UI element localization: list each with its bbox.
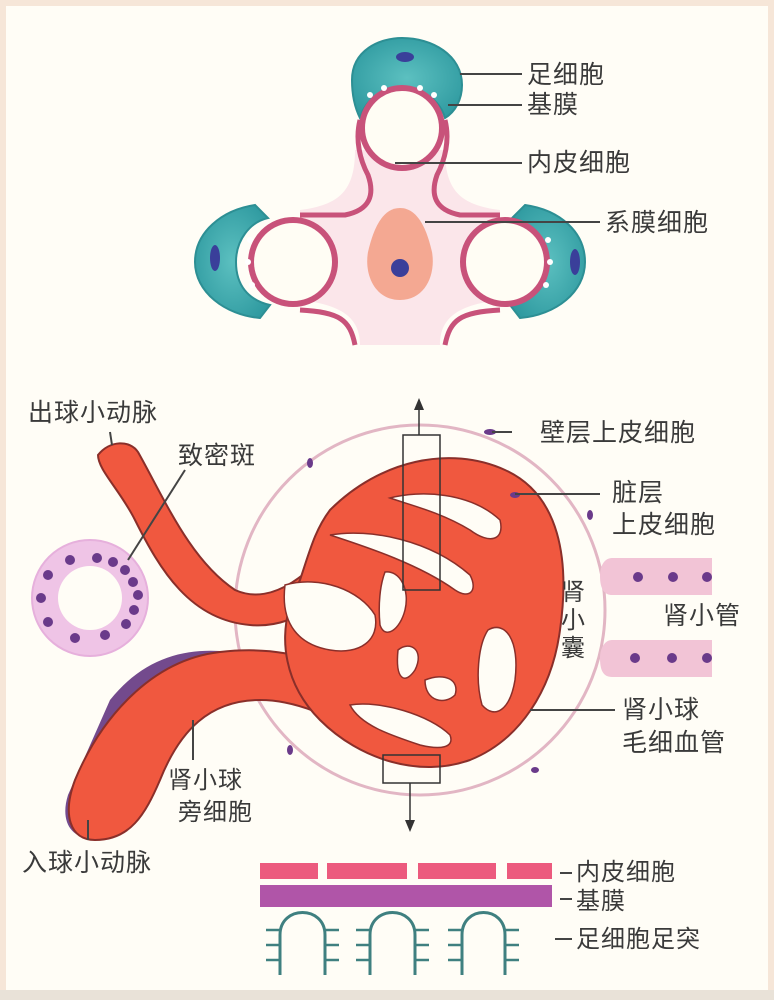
label-mesangial-cell: 系膜细胞 bbox=[605, 208, 710, 237]
macula-densa-nuclei bbox=[36, 553, 143, 643]
endothelium-band bbox=[260, 863, 552, 879]
middle-panel bbox=[31, 398, 712, 842]
label-juxtaglomerular-line1: 肾小球 bbox=[168, 766, 243, 794]
top-panel bbox=[193, 36, 600, 346]
label-macula-densa: 致密斑 bbox=[178, 441, 257, 470]
label-visceral-layer: 脏层 bbox=[612, 478, 665, 507]
label-juxtaglomerular-line2: 旁细胞 bbox=[178, 798, 253, 826]
podocyte-nucleus-top bbox=[396, 52, 414, 62]
arrow-up-icon bbox=[414, 398, 424, 410]
podocyte-left bbox=[193, 203, 272, 320]
mesangial-cell bbox=[367, 208, 433, 300]
label-basement-membrane: 基膜 bbox=[527, 90, 580, 119]
basement-band bbox=[260, 885, 552, 907]
label-renal-capsule: 肾小囊 bbox=[561, 578, 585, 662]
capillary-top bbox=[359, 85, 445, 171]
label-podocyte: 足细胞 bbox=[527, 60, 606, 89]
zoom-box-bottom bbox=[382, 754, 441, 784]
mesangial-nucleus bbox=[391, 259, 409, 277]
label-efferent-arteriole: 出球小动脉 bbox=[28, 398, 159, 427]
bottom-panel bbox=[260, 863, 572, 975]
label-capillary: 毛细血管 bbox=[622, 728, 727, 757]
label-glomerulus: 肾小球 bbox=[622, 695, 701, 724]
label-renal-tubule: 肾小管 bbox=[663, 601, 742, 630]
renal-tubule-lower bbox=[600, 640, 712, 677]
bottom-border bbox=[0, 990, 774, 1000]
label-parietal-epithelial-cell: 壁层上皮细胞 bbox=[540, 418, 697, 447]
podocyte-nucleus-left bbox=[210, 245, 220, 271]
label-visceral-epithelial-cell: 上皮细胞 bbox=[612, 510, 717, 539]
label-afferent-arteriole: 入球小动脉 bbox=[22, 848, 153, 877]
label-podocyte-foot-process: 足细胞足突 bbox=[576, 925, 701, 953]
label-endothelial-cell: 内皮细胞 bbox=[527, 148, 632, 177]
foot-processes bbox=[266, 911, 519, 975]
zoom-box-top bbox=[402, 434, 441, 591]
podocyte-nucleus-right bbox=[570, 249, 580, 275]
label-bottom-endothelial-cell: 内皮细胞 bbox=[576, 858, 676, 886]
capillary-left bbox=[248, 217, 338, 307]
label-bottom-basement-membrane: 基膜 bbox=[576, 887, 626, 915]
capillary-right bbox=[460, 217, 550, 307]
podocyte-top bbox=[350, 36, 464, 121]
renal-tubule-upper bbox=[600, 558, 712, 595]
arrow-down-icon bbox=[405, 820, 415, 832]
